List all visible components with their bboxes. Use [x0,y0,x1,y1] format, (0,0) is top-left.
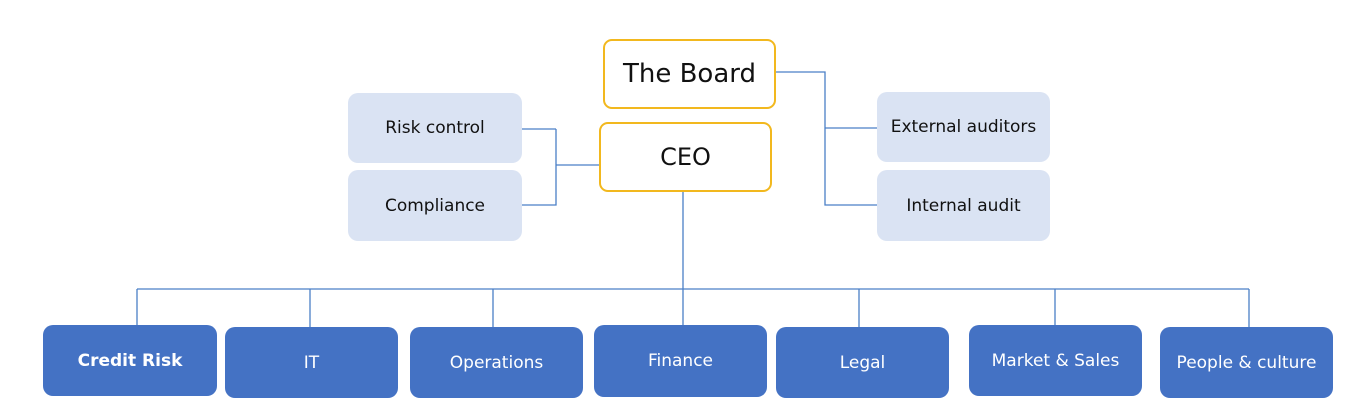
dept-it-box: IT [225,327,398,398]
dept-market-sales-label: Market & Sales [991,350,1120,371]
dept-legal-label: Legal [839,352,886,373]
dept-operations-label: Operations [449,352,544,373]
risk-control-label: Risk control [385,118,485,138]
dept-credit-risk-label: Credit Risk [77,350,183,371]
dept-finance-label: Finance [647,351,714,371]
compliance-box: Compliance [348,170,522,241]
external-auditors-box: External auditors [877,92,1050,162]
dept-people-culture-label: People & culture [1176,352,1317,373]
ceo-box: CEO [599,122,772,192]
board-label: The Board [622,59,757,89]
dept-people-culture-box: People & culture [1160,327,1333,398]
board-box: The Board [603,39,776,109]
ceo-label: CEO [660,143,711,171]
board-to-auditors-connector [776,71,878,206]
dept-market-sales-box: Market & Sales [969,325,1142,396]
ceo-to-staff-connector [522,128,600,206]
internal-audit-label: Internal audit [906,195,1021,216]
internal-audit-box: Internal audit [877,170,1050,241]
external-auditors-label: External auditors [890,117,1037,137]
risk-control-box: Risk control [348,93,522,163]
dept-legal-box: Legal [776,327,949,398]
dept-it-label: IT [303,352,320,373]
dept-credit-risk-box: Credit Risk [43,325,217,396]
compliance-label: Compliance [384,195,486,216]
dept-operations-box: Operations [410,327,583,398]
ceo-to-departments-connector [136,192,1250,327]
dept-finance-box: Finance [594,325,767,397]
